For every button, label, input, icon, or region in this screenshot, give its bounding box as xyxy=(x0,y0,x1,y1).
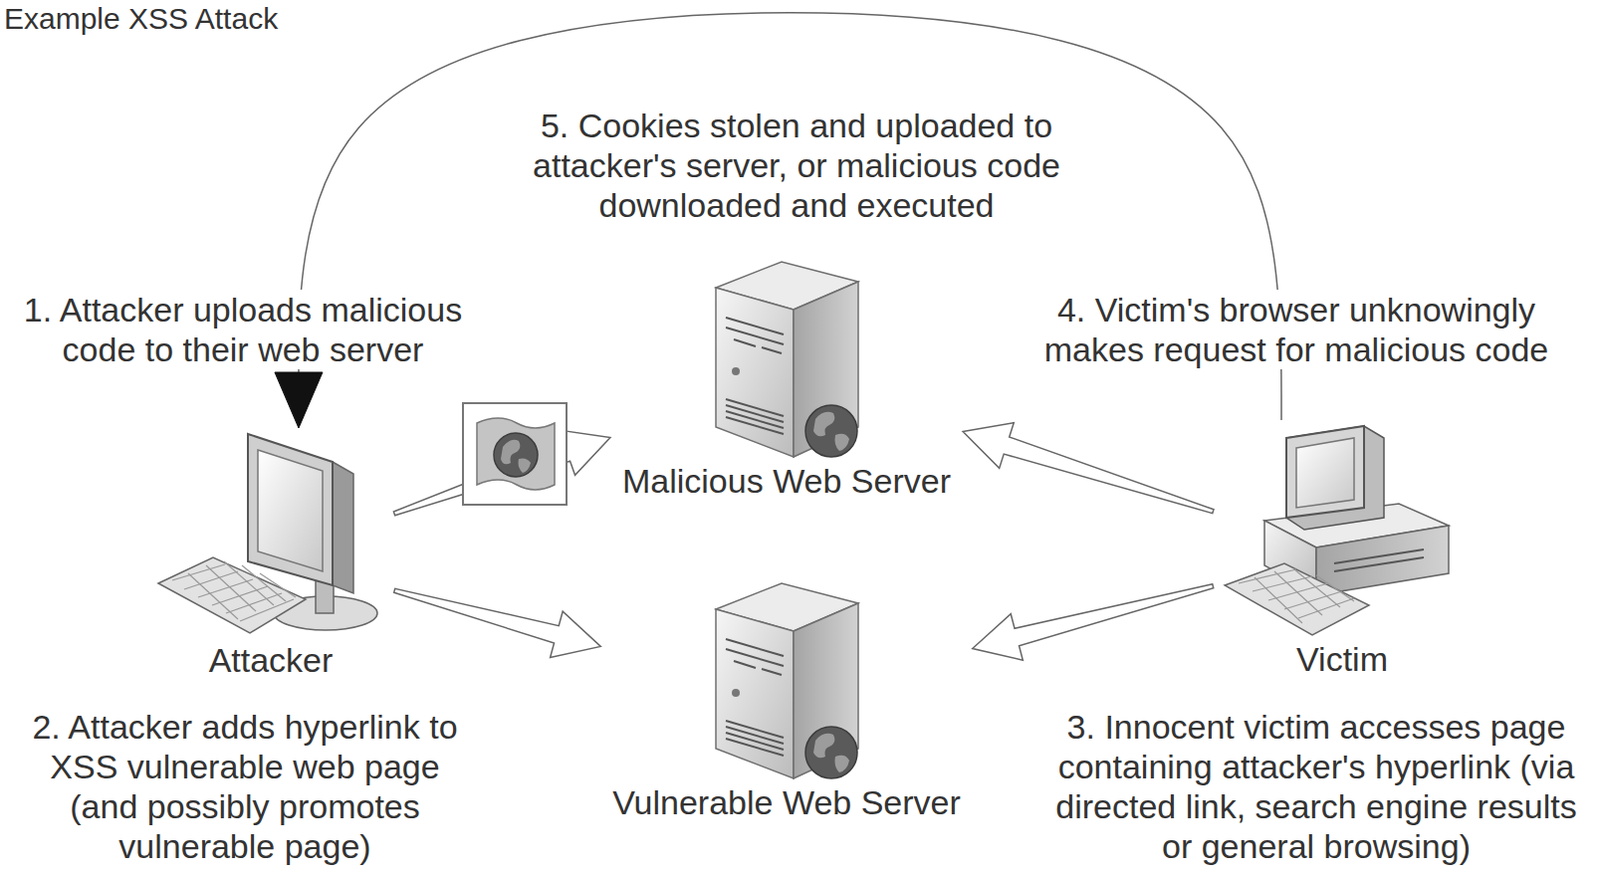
device-node: Malicious Web Server xyxy=(618,249,956,501)
block-arrow xyxy=(394,588,602,658)
node-label: Attacker xyxy=(159,640,384,681)
icon-space xyxy=(159,434,384,641)
block-arrow xyxy=(972,584,1214,661)
connector xyxy=(962,423,1214,514)
node-label: Malicious Web Server xyxy=(622,460,952,501)
device-node: Attacker xyxy=(155,434,388,681)
step-note: 2. Attacker adds hyperlink to XSS vulner… xyxy=(20,706,469,867)
node-label: Victim xyxy=(1224,639,1460,680)
block-arrow xyxy=(962,423,1214,514)
connector xyxy=(972,584,1214,661)
device-node: Vulnerable Web Server xyxy=(608,571,965,823)
server-icon xyxy=(715,583,859,779)
icon-space xyxy=(1224,426,1460,640)
step-note: 4. Victim's browser unknowingly makes re… xyxy=(1032,289,1561,370)
diagram-title: Example XSS Attack xyxy=(3,1,278,37)
step-note: 3. Innocent victim accesses page contain… xyxy=(1043,706,1590,867)
node-label: Vulnerable Web Server xyxy=(612,782,961,823)
step-note: 1. Attacker uploads malicious code to th… xyxy=(8,289,477,370)
arrowhead xyxy=(274,372,323,429)
device-node: Victim xyxy=(1220,426,1464,680)
step-note: 5. Cookies stolen and uploaded to attack… xyxy=(512,105,1081,226)
malicious-code-document-icon xyxy=(462,403,567,505)
icon-space xyxy=(704,249,870,461)
connector xyxy=(394,588,602,658)
attacker-computer-icon xyxy=(158,434,378,634)
icon-space xyxy=(704,571,870,783)
server-icon xyxy=(715,261,859,458)
victim-computer-icon xyxy=(1224,426,1449,636)
